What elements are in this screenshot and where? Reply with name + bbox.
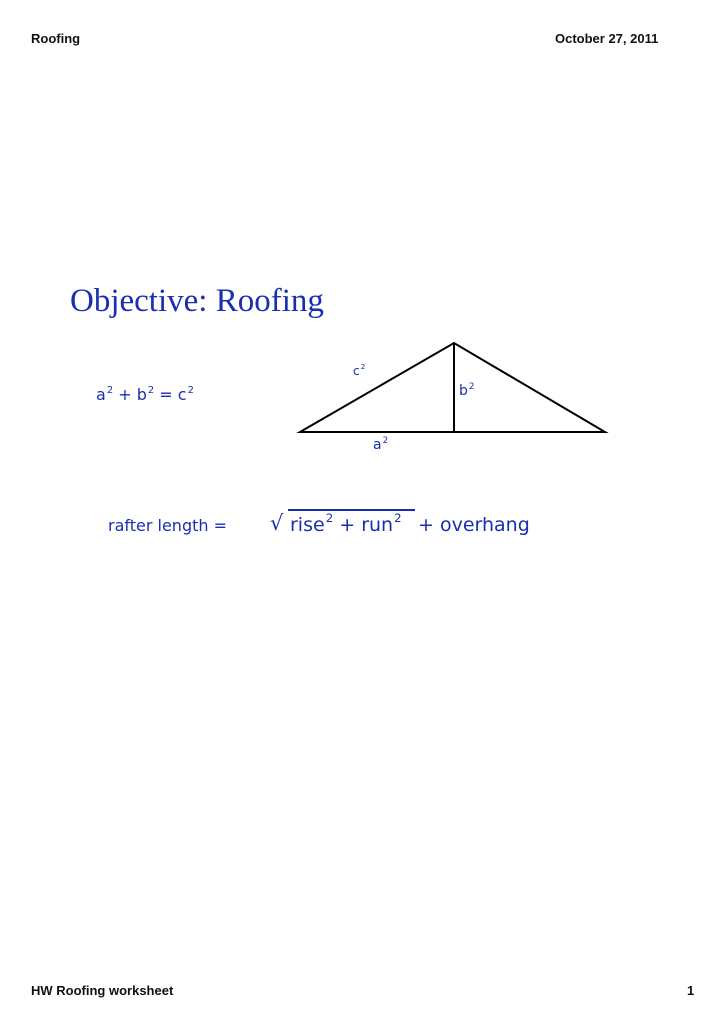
roof-triangle bbox=[296, 341, 609, 433]
label-height: b2 bbox=[459, 381, 475, 400]
label-hypotenuse: c2 bbox=[353, 362, 366, 378]
square-root-icon: √ bbox=[270, 511, 284, 535]
square-root-bar bbox=[288, 509, 415, 511]
run-exponent: 2 bbox=[394, 511, 402, 526]
exponent-a: 2 bbox=[106, 384, 114, 396]
footer-title: HW Roofing worksheet bbox=[31, 983, 174, 998]
pythagorean-equation: a2 + b2 = c2 bbox=[96, 385, 194, 404]
label-base: a2 bbox=[373, 435, 389, 454]
rise-exponent: 2 bbox=[325, 511, 334, 526]
header-title: Roofing bbox=[31, 31, 81, 46]
rafter-length-label: rafter length = bbox=[108, 516, 228, 535]
page-number: 1 bbox=[687, 983, 695, 998]
var-a: a bbox=[96, 385, 106, 404]
rise-term: rise bbox=[290, 514, 325, 536]
radicand: rise2 + run2 bbox=[290, 511, 402, 536]
var-c: c bbox=[177, 385, 187, 404]
var-b: b bbox=[136, 385, 147, 404]
objective-heading: Objective: Roofing bbox=[70, 283, 324, 319]
radicand-plus: + bbox=[339, 514, 356, 536]
overhang-term: + overhang bbox=[418, 514, 530, 536]
exponent-b: 2 bbox=[147, 384, 155, 396]
plus-sign: + bbox=[118, 385, 132, 404]
equals-sign: = bbox=[159, 385, 173, 404]
exponent-c: 2 bbox=[187, 384, 194, 396]
header-date: October 27, 2011 bbox=[555, 31, 659, 46]
run-term: run bbox=[361, 514, 394, 536]
